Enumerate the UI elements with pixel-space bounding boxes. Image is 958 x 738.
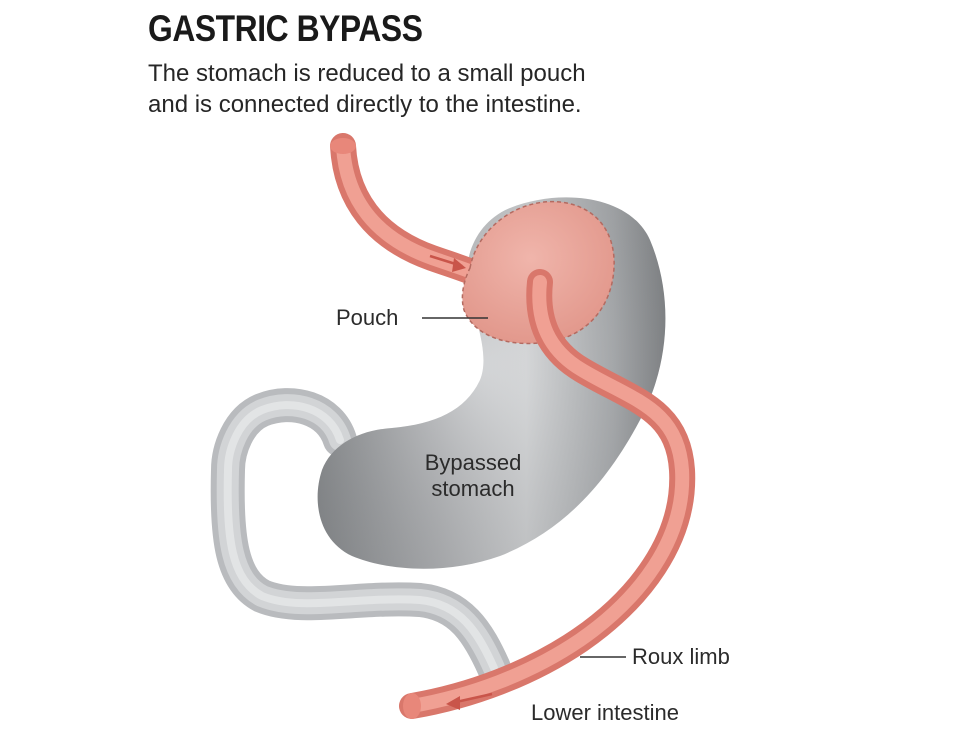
bypassed-stomach-label-line-2: stomach xyxy=(431,476,515,501)
diagram-title: GASTRIC BYPASS xyxy=(148,8,423,49)
diagram-subtitle: The stomach is reduced to a small pouch … xyxy=(148,58,848,120)
subtitle-line-1: The stomach is reduced to a small pouch xyxy=(148,60,586,87)
pouch-label: Pouch xyxy=(336,305,399,330)
subtitle-line-2: and is connected directly to the intesti… xyxy=(148,91,582,118)
header: GASTRIC BYPASS The stomach is reduced to… xyxy=(148,6,848,120)
esophagus xyxy=(330,133,495,289)
duodenum-loop xyxy=(210,388,511,685)
roux-limb xyxy=(399,269,696,719)
bypassed-stomach-label-line-1: Bypassed xyxy=(424,450,522,475)
bypassed-stomach-label: Bypassed stomach xyxy=(398,450,548,502)
roux-limb-label: Roux limb xyxy=(632,644,730,669)
lower-intestine-label: Lower intestine xyxy=(531,700,679,725)
